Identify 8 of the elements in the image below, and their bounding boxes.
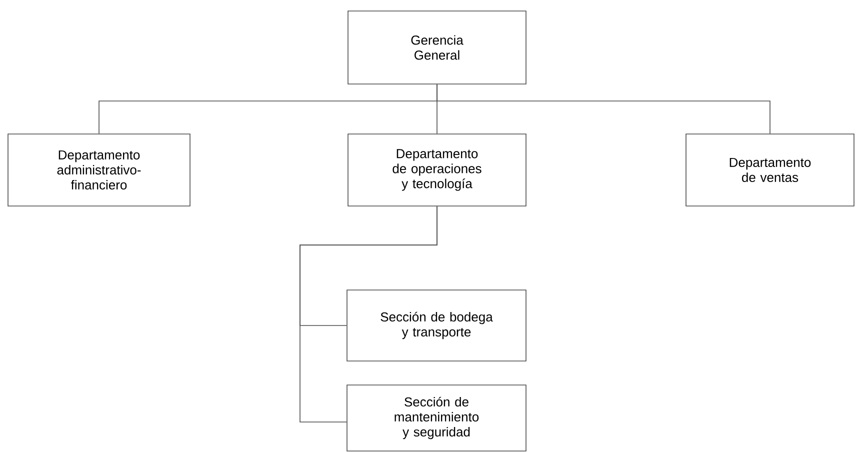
connector-line bbox=[436, 84, 770, 134]
org-box: Departamento de operaciones y tecnología bbox=[348, 134, 526, 206]
connector-line bbox=[300, 206, 438, 422]
org-box: Sección de bodega y transporte bbox=[346, 290, 526, 362]
org-box: Departamento de ventas bbox=[686, 134, 854, 206]
org-box: Gerencia General bbox=[348, 10, 526, 84]
org-box: Sección de mantenimiento y seguridad bbox=[346, 384, 526, 452]
org-box: Departamento administrativo-financiero bbox=[8, 134, 190, 206]
